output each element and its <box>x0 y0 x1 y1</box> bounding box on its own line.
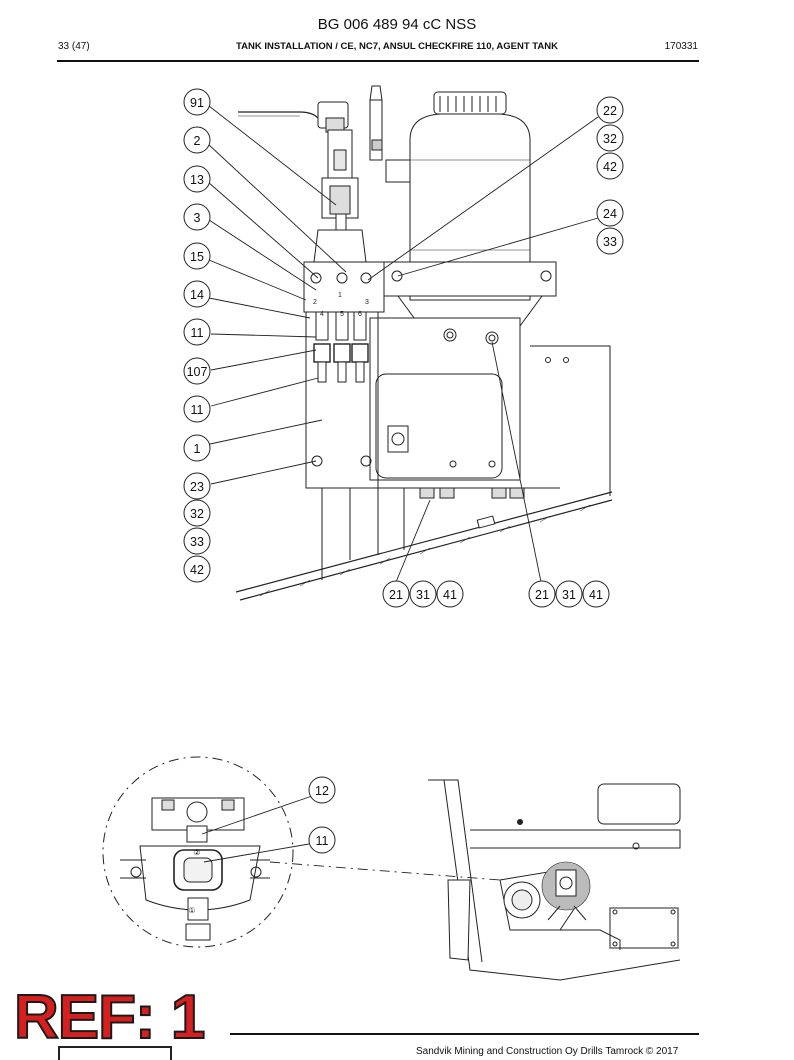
svg-text:32: 32 <box>190 507 204 521</box>
balloon-32: 32 <box>183 499 211 527</box>
document-title: BG 006 489 94 cC NSS <box>317 16 477 33</box>
balloon-11: 11 <box>308 826 336 854</box>
balloon-31: 31 <box>409 580 437 608</box>
balloon-11: 11 <box>183 318 211 346</box>
installation-view <box>428 779 681 981</box>
document-date: 170331 <box>664 41 698 52</box>
port-label-1: 1 <box>338 292 342 299</box>
svg-text:21: 21 <box>389 588 403 602</box>
svg-text:107: 107 <box>187 365 208 379</box>
svg-text:31: 31 <box>562 588 576 602</box>
svg-text:41: 41 <box>443 588 457 602</box>
balloon-42: 42 <box>596 152 624 180</box>
balloon-24: 24 <box>596 199 624 227</box>
svg-text:12: 12 <box>315 784 329 798</box>
balloon-14: 14 <box>183 280 211 308</box>
svg-text:24: 24 <box>603 207 617 221</box>
footer-rule <box>230 1033 699 1035</box>
balloon-13: 13 <box>183 165 211 193</box>
balloon-32: 32 <box>596 124 624 152</box>
port-label-4: 4 <box>320 311 324 318</box>
balloon-22: 22 <box>596 96 624 124</box>
balloon-107: 107 <box>183 357 211 385</box>
detail-mark-1: ① <box>188 906 195 915</box>
svg-text:31: 31 <box>416 588 430 602</box>
svg-text:41: 41 <box>589 588 603 602</box>
upper-assembly <box>235 85 613 601</box>
svg-text:23: 23 <box>190 480 204 494</box>
port-label-6: 6 <box>358 311 362 318</box>
balloon-91: 91 <box>183 88 211 116</box>
header-rule <box>57 60 699 62</box>
balloon-12: 12 <box>308 776 336 804</box>
balloon-11: 11 <box>183 395 211 423</box>
svg-text:21: 21 <box>535 588 549 602</box>
svg-text:14: 14 <box>190 288 204 302</box>
port-label-5: 5 <box>340 311 344 318</box>
footer-copyright: Sandvik Mining and Construction Oy Drill… <box>416 1046 679 1057</box>
leader-lines <box>207 105 599 583</box>
svg-text:11: 11 <box>191 403 204 417</box>
svg-text:42: 42 <box>190 563 204 577</box>
balloon-33: 33 <box>183 527 211 555</box>
balloon-41: 41 <box>436 580 464 608</box>
balloon-21: 21 <box>382 580 410 608</box>
balloon-21: 21 <box>528 580 556 608</box>
port-label-2: 2 <box>313 299 317 306</box>
balloon-15: 15 <box>183 242 211 270</box>
svg-text:91: 91 <box>190 96 204 110</box>
balloon-42: 42 <box>183 555 211 583</box>
svg-text:15: 15 <box>190 250 204 264</box>
svg-text:42: 42 <box>603 160 617 174</box>
svg-text:3: 3 <box>194 211 201 225</box>
svg-text:32: 32 <box>603 132 617 146</box>
svg-text:11: 11 <box>191 326 204 340</box>
detail-view <box>102 756 294 948</box>
svg-text:11: 11 <box>316 834 329 848</box>
ref-stamp: REF: 1 <box>13 982 206 1053</box>
section-title: TANK INSTALLATION / CE, NC7, ANSUL CHECK… <box>236 41 558 52</box>
balloon-2: 2 <box>183 126 211 154</box>
balloon-41: 41 <box>582 580 610 608</box>
balloon-3: 3 <box>183 203 211 231</box>
balloon-23: 23 <box>183 472 211 500</box>
svg-text:33: 33 <box>603 235 617 249</box>
svg-text:1: 1 <box>194 442 201 456</box>
balloon-33: 33 <box>596 227 624 255</box>
detail-mark-2: ② <box>193 848 200 857</box>
port-label-3: 3 <box>365 299 369 306</box>
svg-text:33: 33 <box>190 535 204 549</box>
balloon-1: 1 <box>183 434 211 462</box>
svg-text:13: 13 <box>190 173 204 187</box>
svg-text:2: 2 <box>194 134 201 148</box>
balloon-31: 31 <box>555 580 583 608</box>
svg-text:22: 22 <box>603 104 617 118</box>
page-number: 33 (47) <box>58 41 90 52</box>
